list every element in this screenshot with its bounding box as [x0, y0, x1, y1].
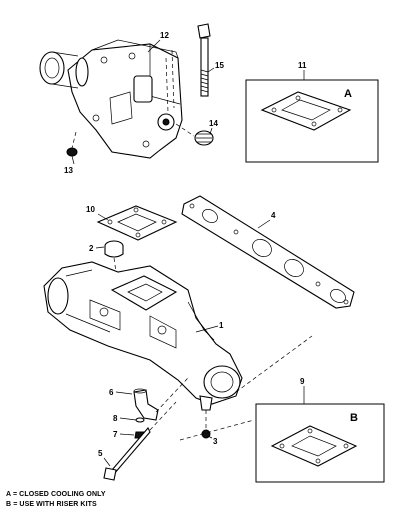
- box-a-gasket-11: A: [245, 79, 379, 163]
- part-6-elbow: [133, 377, 189, 421]
- callout-15: 15: [215, 61, 224, 70]
- part-12-heat-exchanger: [39, 39, 183, 159]
- box-b-gasket-9: B: [255, 403, 385, 483]
- legend-line-b: B = USE WITH RISER KITS: [6, 501, 97, 508]
- part-14-plug: [175, 123, 214, 146]
- callout-3: 3: [213, 437, 218, 446]
- part-4-manifold-gasket: [181, 195, 355, 309]
- callout-14: 14: [209, 119, 218, 128]
- callout-1: 1: [219, 321, 224, 330]
- part-5-stud: [103, 401, 177, 481]
- callout-9: 9: [300, 377, 305, 386]
- part-1-exhaust-manifold: [43, 261, 243, 411]
- callout-10: 10: [86, 205, 95, 214]
- part-13-fitting: [66, 131, 78, 157]
- part-10-gasket: [96, 205, 178, 241]
- callout-12: 12: [160, 31, 169, 40]
- leader-lines: [71, 39, 305, 467]
- callout-8: 8: [113, 414, 118, 423]
- callout-6: 6: [109, 388, 114, 397]
- callout-2: 2: [89, 244, 94, 253]
- box-a-letter: A: [344, 88, 352, 100]
- callout-4: 4: [271, 211, 276, 220]
- part-15-bolt: [165, 23, 211, 113]
- callout-7: 7: [113, 430, 118, 439]
- callout-13: 13: [64, 166, 73, 175]
- callout-numbers: 12 15 14 13 11 10 4 2 1 6 8 7 3 5 9: [64, 31, 307, 458]
- box-b-letter: B: [350, 412, 358, 424]
- part-8-washer: [135, 417, 145, 423]
- callout-5: 5: [98, 449, 103, 458]
- legend-line-a: A = CLOSED COOLING ONLY: [6, 491, 106, 498]
- part-2-cap: [104, 240, 124, 273]
- callout-11: 11: [298, 61, 307, 70]
